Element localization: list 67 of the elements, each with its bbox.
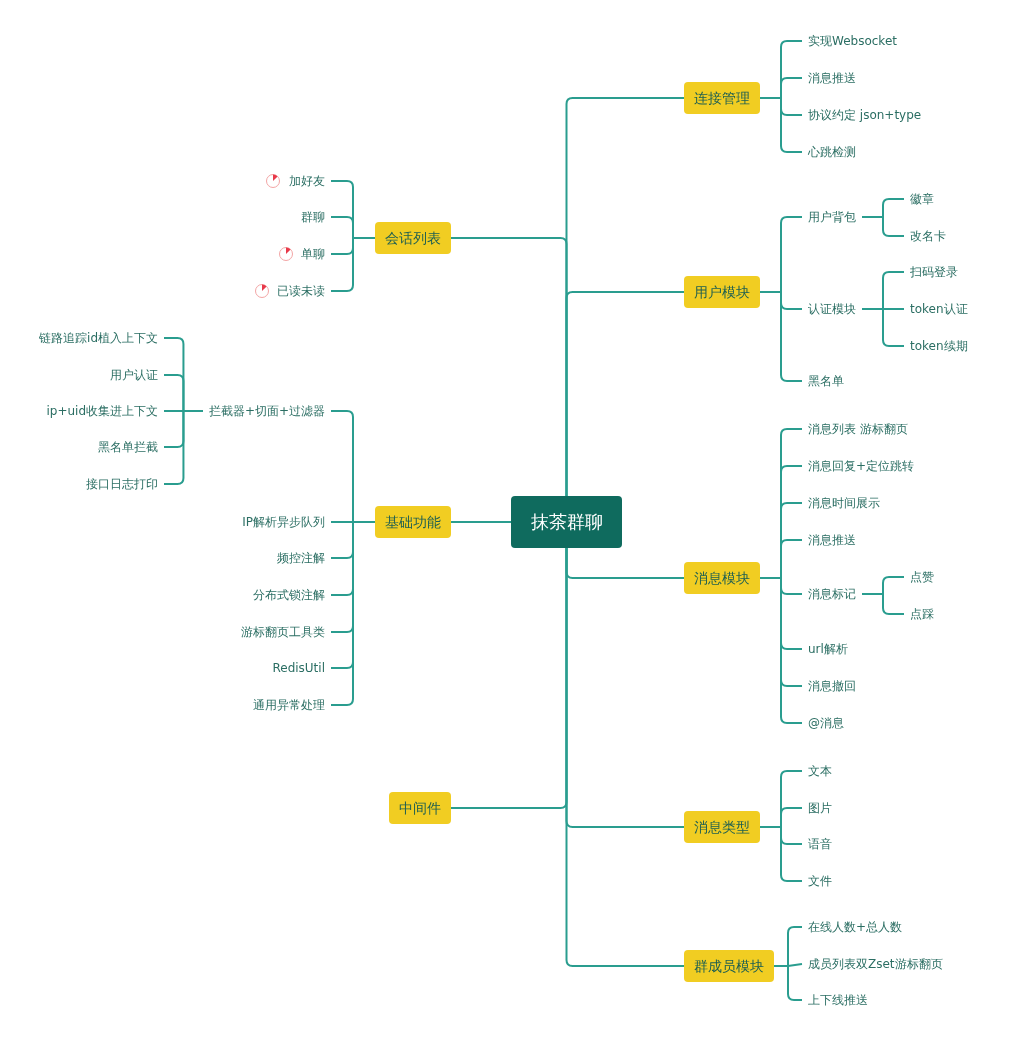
subtopic-label: 消息推送	[802, 530, 862, 550]
connector-line	[759, 577, 803, 724]
subtopic-label: 上下线推送	[802, 990, 874, 1010]
connector-line	[330, 237, 376, 292]
subtopic-label: 消息标记	[802, 584, 862, 604]
subtopic-label: 接口日志打印	[80, 474, 164, 494]
subtopic-label: 用户认证	[104, 365, 164, 385]
subtopic-label: 实现Websocket	[802, 31, 903, 51]
subtopic-label: @消息	[802, 713, 850, 733]
connector-line	[450, 237, 568, 497]
topic-box: 消息模块	[684, 562, 760, 594]
subtopic-label: 链路追踪id植入上下文	[33, 328, 164, 348]
connector-line	[861, 308, 905, 347]
subtopic-label: 消息列表 游标翻页	[802, 419, 914, 439]
subtopic-label: 徽章	[904, 189, 940, 209]
topic-box: 消息类型	[684, 811, 760, 843]
subtopic-label: 协议约定 json+type	[802, 105, 928, 125]
connector-line	[759, 97, 803, 153]
connector-line	[861, 593, 905, 615]
subtopic-label: 分布式锁注解	[247, 585, 331, 605]
subtopic-label: 在线人数+总人数	[802, 917, 909, 937]
subtopic-label: 频控注解	[271, 548, 331, 568]
subtopic-label: 图片	[802, 798, 838, 818]
topic-box: 连接管理	[684, 82, 760, 114]
connector-line	[861, 216, 905, 237]
subtopic-label: token续期	[904, 336, 974, 356]
subtopic-label: 成员列表双Zset游标翻页	[802, 954, 949, 974]
subtopic-label: 单聊	[295, 244, 331, 264]
subtopic-label: ip+uid收集进上下文	[40, 401, 164, 421]
central-topic: 抹茶群聊	[511, 496, 622, 548]
subtopic-label: 扫码登录	[904, 262, 964, 282]
connector-line	[163, 410, 204, 485]
subtopic-label: 文件	[802, 871, 838, 891]
subtopic-label: 改名卡	[904, 226, 952, 246]
connector-line	[759, 826, 803, 882]
subtopic-label: 拦截器+切面+过滤器	[202, 401, 331, 421]
subtopic-label: 消息推送	[802, 68, 862, 88]
subtopic-label: 黑名单	[802, 371, 850, 391]
subtopic-label: 通用异常处理	[247, 695, 331, 715]
topic-box: 基础功能	[375, 506, 451, 538]
topic-box: 用户模块	[684, 276, 760, 308]
subtopic-label: 用户背包	[802, 207, 862, 227]
connector-line	[450, 521, 512, 523]
subtopic-label: token认证	[904, 299, 974, 319]
subtopic-label: 心跳检测	[802, 142, 862, 162]
subtopic-label: 群聊	[295, 207, 331, 227]
topic-box: 会话列表	[375, 222, 451, 254]
topic-box: 群成员模块	[684, 950, 774, 982]
subtopic-label: 消息撤回	[802, 676, 862, 696]
connector-line	[330, 521, 376, 706]
subtopic-label: url解析	[802, 639, 854, 659]
subtopic-label: 点踩	[904, 604, 940, 624]
subtopic-label: 认证模块	[802, 299, 862, 319]
subtopic-label: 文本	[802, 761, 838, 781]
subtopic-label: 点赞	[904, 567, 940, 587]
subtopic-label: 游标翻页工具类	[235, 622, 331, 642]
subtopic-label: RedisUtil	[266, 658, 331, 678]
subtopic-label: 消息时间展示	[802, 493, 886, 513]
connector-line	[759, 291, 803, 382]
subtopic-label: 加好友	[283, 171, 331, 191]
subtopic-label: 黑名单拦截	[92, 437, 164, 457]
topic-box: 中间件	[389, 792, 451, 824]
subtopic-label: IP解析异步队列	[236, 512, 331, 532]
connector-line	[450, 547, 568, 809]
subtopic-label: 语音	[802, 834, 838, 854]
subtopic-label: 已读未读	[271, 281, 331, 301]
subtopic-label: 消息回复+定位跳转	[802, 456, 921, 476]
